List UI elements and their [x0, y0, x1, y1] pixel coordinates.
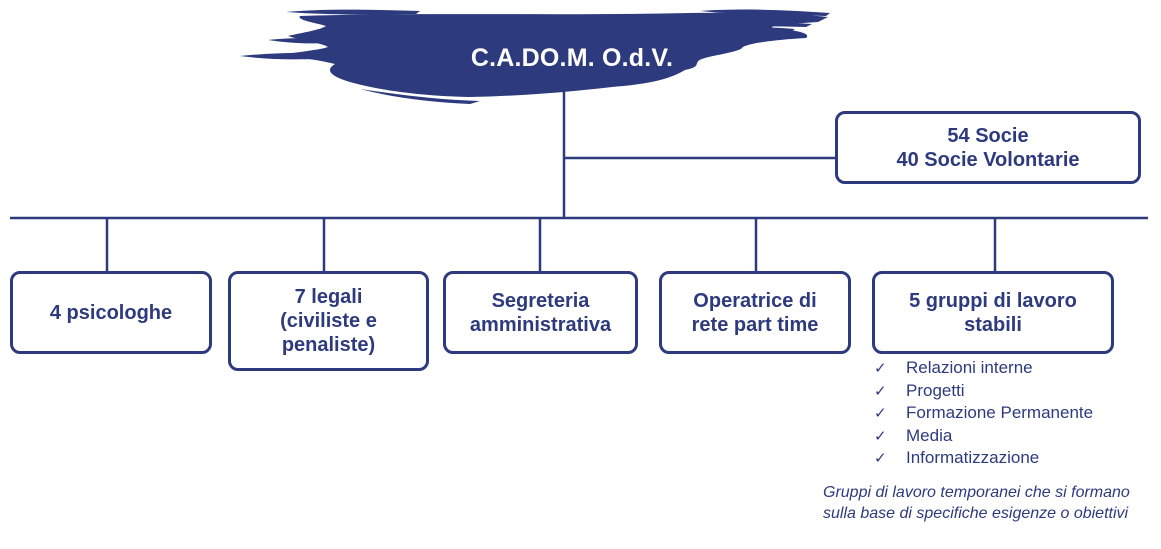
list-item: ✓ Progetti	[874, 380, 1093, 403]
unit-label: stabili	[964, 313, 1022, 336]
check-mark-icon: ✓	[874, 381, 887, 400]
list-item-label: Informatizzazione	[906, 448, 1040, 467]
list-item: ✓ Informatizzazione	[874, 447, 1093, 470]
list-item-label: Media	[906, 425, 953, 445]
members-box: 54 Socie 40 Socie Volontarie	[835, 111, 1141, 184]
unit-work-groups-box: 5 gruppi di lavoro stabili	[872, 271, 1114, 354]
unit-label: 4 psicologhe	[49, 301, 173, 324]
unit-label: rete part time	[691, 313, 819, 336]
unit-label: penaliste)	[281, 334, 376, 356]
unit-label: Operatrice di	[693, 289, 817, 312]
unit-label: amministrativa	[469, 313, 612, 336]
members-volunteers: 40 Socie Volontarie	[896, 148, 1080, 171]
check-mark-icon: ✓	[874, 404, 887, 422]
unit-label: (civiliste e	[280, 310, 377, 332]
list-item-label: Relazioni interne	[906, 358, 1033, 377]
unit-network-operator-box: Operatrice di rete part time	[659, 271, 851, 354]
list-item: ✓ Relazioni interne	[874, 357, 1093, 380]
temporary-groups-note: Gruppi di lavoro temporanei che si forma…	[823, 484, 1130, 522]
list-item: ✓ Media	[874, 425, 1093, 448]
org-title: C.A.DO.M. O.d.V.	[470, 44, 674, 72]
list-item-label: Formazione Permanente	[906, 403, 1094, 422]
unit-label: 7 legali	[294, 286, 363, 308]
unit-legal-box: 7 legali (civiliste e penaliste)	[228, 271, 429, 371]
brush-stroke-banner	[240, 9, 830, 104]
list-item-label: Progetti	[906, 380, 965, 400]
work-groups-list: ✓ Relazioni interne ✓ Progetti ✓ Formazi…	[874, 357, 1093, 470]
members-total: 54 Socie	[947, 124, 1029, 147]
unit-psychologists-box: 4 psicologhe	[10, 271, 212, 354]
unit-secretariat-box: Segreteria amministrativa	[443, 271, 638, 354]
list-item: ✓ Formazione Permanente	[874, 402, 1093, 425]
unit-label: 5 gruppi di lavoro	[909, 289, 1077, 312]
check-mark-icon: ✓	[874, 359, 887, 377]
check-mark-icon: ✓	[874, 449, 887, 467]
check-mark-icon: ✓	[874, 426, 887, 445]
unit-label: Segreteria	[491, 289, 590, 312]
